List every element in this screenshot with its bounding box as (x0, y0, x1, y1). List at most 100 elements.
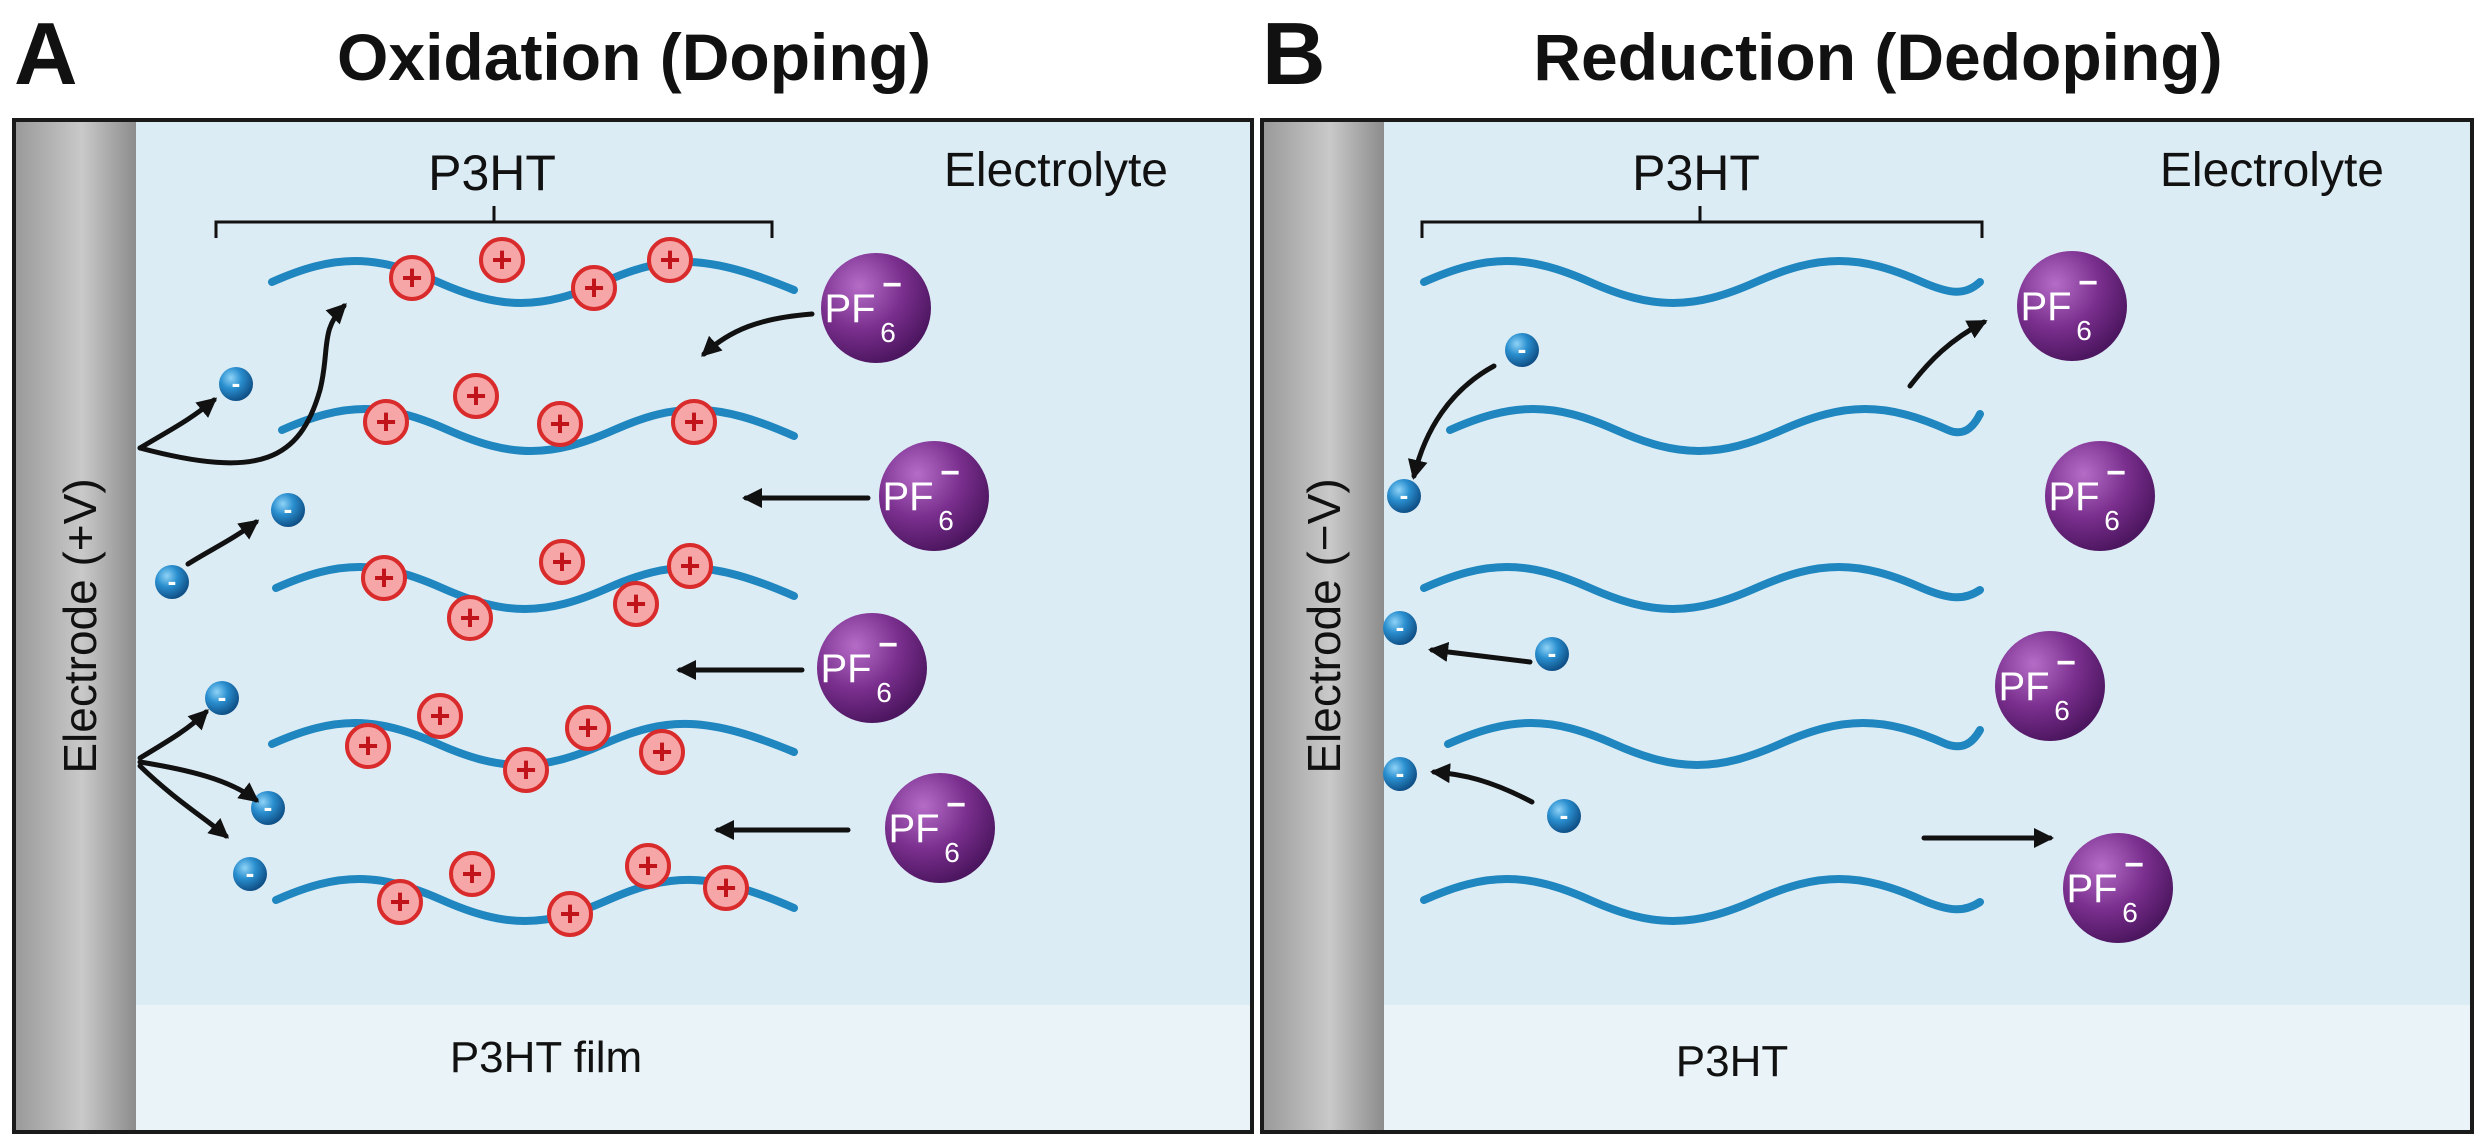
svg-text:-: - (1396, 612, 1405, 642)
pf6-anion: PF6− (2063, 833, 2173, 943)
hole-charge: + (503, 747, 549, 793)
hole-charge: + (565, 705, 611, 751)
hole-charge: + (449, 851, 495, 897)
svg-text:-: - (1560, 800, 1569, 830)
svg-text:+: + (559, 893, 580, 934)
svg-text:+: + (551, 541, 572, 582)
hole-charge: + (361, 555, 407, 601)
svg-text:PF: PF (1998, 665, 2049, 709)
electron: - (271, 493, 305, 527)
panel-a-polymer-bracket (214, 206, 774, 238)
electron: - (205, 681, 239, 715)
hole-charge: + (417, 693, 463, 739)
electron: - (1505, 333, 1539, 367)
hole-charge: + (625, 843, 671, 889)
arrow-anion-out (1907, 319, 1988, 389)
svg-text:-: - (1396, 758, 1405, 788)
panel-a: A Oxidation (Doping) Electrode (+V) P3HT… (12, 4, 1254, 1134)
panel-a-film-band (136, 1005, 1250, 1130)
svg-text:−: − (2078, 264, 2098, 302)
svg-text:PF: PF (824, 287, 875, 331)
svg-text:-: - (264, 792, 273, 822)
svg-text:6: 6 (2104, 505, 2120, 536)
pf6-anion: PF6 − (879, 441, 989, 551)
arrow-electron-to-electrode (1430, 763, 1535, 805)
svg-text:-: - (1400, 480, 1409, 510)
panel-a-film-label: P3HT film (450, 1033, 642, 1082)
arrow-electrode-to-electron (137, 759, 260, 803)
svg-text:6: 6 (2076, 315, 2092, 346)
electron: - (1383, 757, 1417, 791)
svg-text:+: + (375, 401, 396, 442)
svg-text:+: + (625, 583, 646, 624)
svg-text:+: + (583, 267, 604, 308)
electron: - (251, 791, 285, 825)
pf6-anion: PF6 − (2017, 251, 2127, 361)
pf6-anion: PF6− (2045, 441, 2155, 551)
panel-a-title: Oxidation (Doping) (337, 20, 931, 94)
panel-b-electrode (1264, 122, 1384, 1130)
pf6-anion: PF6− (821, 253, 931, 363)
panel-b-electrolyte-label: Electrolyte (2160, 144, 2384, 197)
panel-b: B Reduction (Dedoping) Electrode (−V) P3… (1260, 4, 2474, 1134)
svg-text:-: - (284, 494, 293, 524)
svg-text:6: 6 (2122, 897, 2138, 928)
svg-text:-: - (168, 566, 177, 596)
pf6-anion: PF6− (885, 773, 995, 883)
svg-text:−: − (940, 454, 960, 492)
svg-text:+: + (357, 725, 378, 766)
arrow-electron (185, 519, 260, 567)
electron: - (1387, 479, 1421, 513)
svg-text:+: + (401, 257, 422, 298)
svg-text:+: + (465, 375, 486, 416)
svg-text:+: + (389, 881, 410, 922)
svg-text:+: + (491, 239, 512, 280)
hole-charge: + (647, 237, 693, 283)
panel-a-electrolyte-label: Electrolyte (944, 144, 1168, 197)
electron: - (1547, 799, 1581, 833)
polymer-chain (1446, 405, 1984, 455)
svg-text:−: − (882, 266, 902, 304)
polymer-chain (268, 257, 798, 307)
hole-charge: + (571, 265, 617, 311)
electron: - (1383, 611, 1417, 645)
svg-text:+: + (577, 707, 598, 748)
polymer-chain (1420, 563, 1984, 613)
arrow-electron-from-chain (137, 303, 347, 466)
electron: - (233, 857, 267, 891)
svg-text:PF: PF (2048, 475, 2099, 519)
svg-text:6: 6 (2054, 695, 2070, 726)
hole-charge: + (363, 399, 409, 445)
electron: - (155, 565, 189, 599)
svg-text:−: − (946, 786, 966, 824)
hole-charge: + (389, 255, 435, 301)
hole-charge: + (479, 237, 525, 283)
polymer-chain (272, 875, 798, 925)
panel-b-polymer-bracket (1420, 206, 1984, 238)
hole-charge: + (447, 595, 493, 641)
svg-text:PF: PF (2020, 285, 2071, 329)
svg-text:+: + (549, 403, 570, 444)
svg-text:+: + (683, 401, 704, 442)
pf6-anion: PF6− (817, 613, 927, 723)
hole-charge: + (613, 581, 659, 627)
svg-text:+: + (429, 695, 450, 736)
panel-b-title: Reduction (Dedoping) (1533, 20, 2222, 94)
svg-text:-: - (246, 858, 255, 888)
panel-a-electrode (16, 122, 136, 1130)
polymer-chain (1420, 257, 1984, 307)
svg-text:−: − (878, 626, 898, 664)
hole-charge: + (667, 543, 713, 589)
electron: - (219, 367, 253, 401)
arrow-electron-to-electrode (1408, 363, 1497, 480)
arrow-electron-to-electrode (1428, 642, 1533, 665)
polymer-chain (1444, 719, 1984, 769)
electron: - (1535, 637, 1569, 671)
svg-text:-: - (218, 682, 227, 712)
arrow-electrode-to-electron (137, 397, 218, 451)
svg-text:PF: PF (882, 475, 933, 519)
svg-text:6: 6 (938, 505, 954, 536)
hole-charge: + (453, 373, 499, 419)
pf6-anion: PF6− (1995, 631, 2105, 741)
